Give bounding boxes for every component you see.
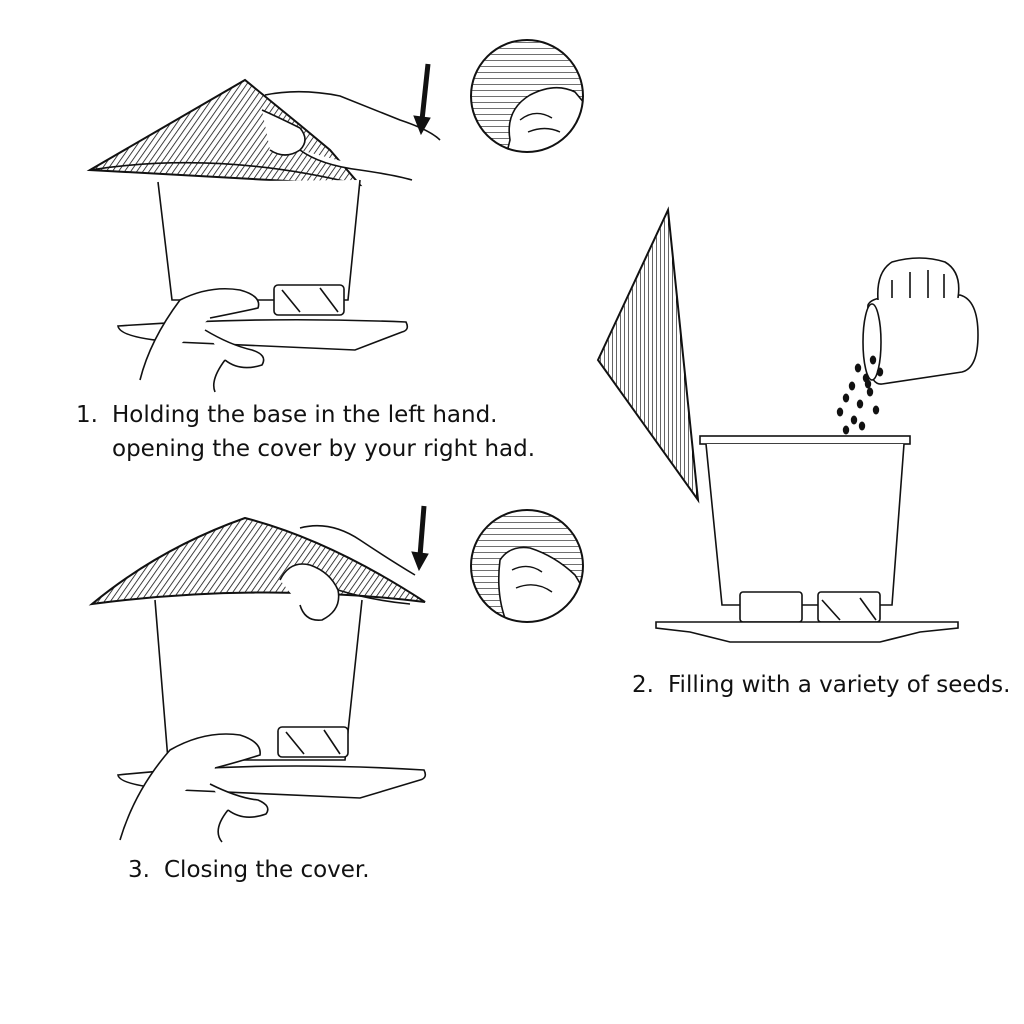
step-1-caption: 1.Holding the base in the left hand. ope… (76, 398, 535, 466)
step-number: 2. (632, 668, 668, 702)
feeder-cover (92, 518, 425, 604)
hand (878, 258, 959, 300)
step1-feeder (90, 80, 440, 392)
step-number: 1. (76, 398, 112, 432)
magnifier-detail-icon (470, 40, 590, 160)
step-3-caption: 3.Closing the cover. (128, 853, 370, 887)
down-arrow-icon (412, 506, 428, 570)
step-text-line-1: Filling with a variety of seeds. (668, 672, 1010, 698)
feeder-tray (656, 622, 958, 642)
step-text-line-1: Closing the cover. (164, 857, 370, 883)
feeder-body (158, 180, 360, 300)
step-2-caption: 2.Filling with a variety of seeds. (632, 668, 1010, 702)
step-text-line-1: Holding the base in the left hand. (112, 402, 498, 428)
step-number: 3. (128, 853, 164, 887)
step-text-line-2: opening the cover by your right had. (76, 432, 535, 466)
feeder-cover (598, 210, 698, 500)
down-arrow-icon (414, 64, 430, 134)
feeder-body (706, 444, 904, 605)
step3-feeder (92, 518, 425, 842)
step2-feeder (598, 210, 978, 642)
magnifier-detail-icon (470, 510, 590, 630)
